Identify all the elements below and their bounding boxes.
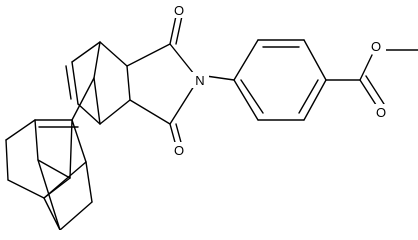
atom-label-n: N: [195, 73, 204, 88]
bicyclic-core: [65, 41, 131, 125]
atom-label-o-bottom: O: [174, 143, 184, 158]
methyl-ester: [325, 49, 418, 109]
benzene-ring: [233, 39, 327, 121]
imide-ring: [126, 15, 195, 147]
n-aryl-bond: [205, 75, 235, 81]
chemical-structure: O N O O O: [5, 2, 418, 230]
atom-label-o-methoxy: O: [371, 39, 381, 54]
atom-label-o-carbonyl: O: [376, 105, 386, 120]
adamantylidene-cage: [5, 119, 93, 230]
atom-label-o-top: O: [174, 3, 184, 18]
